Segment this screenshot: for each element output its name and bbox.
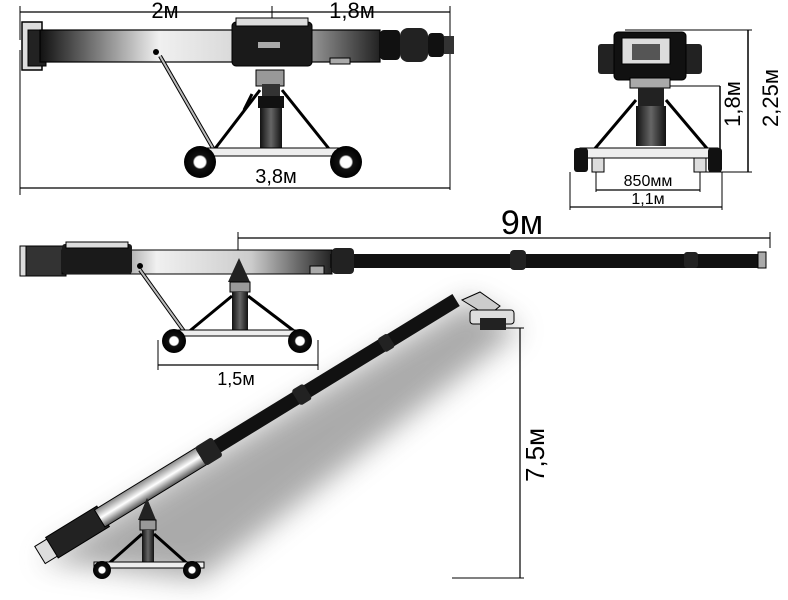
label-arm-rear: 1,8м	[329, 0, 375, 23]
label-lift-height: 7,5м	[520, 428, 550, 482]
label-height-total: 2,25м	[758, 69, 783, 127]
wheel-icon	[288, 329, 312, 353]
wheel-icon	[183, 561, 201, 579]
label-height-tower: 1,8м	[720, 81, 745, 127]
label-base-width: 1,5м	[217, 369, 254, 389]
crane-front-view	[569, 29, 752, 210]
wheel-icon	[162, 329, 186, 353]
wheel-icon	[330, 146, 362, 178]
crane-extended-view	[19, 232, 771, 370]
crane-raised-view	[34, 291, 524, 580]
label-reach: 9м	[501, 204, 543, 242]
crane-side-view	[19, 6, 454, 195]
wheel-icon	[93, 561, 111, 579]
label-total-length: 3,8м	[255, 166, 297, 188]
crane-arm	[39, 29, 381, 63]
label-track-inner: 850мм	[624, 173, 673, 190]
label-track-outer: 1,1м	[631, 191, 664, 208]
wheel-icon	[184, 146, 216, 178]
label-arm-front: 2м	[151, 0, 178, 23]
